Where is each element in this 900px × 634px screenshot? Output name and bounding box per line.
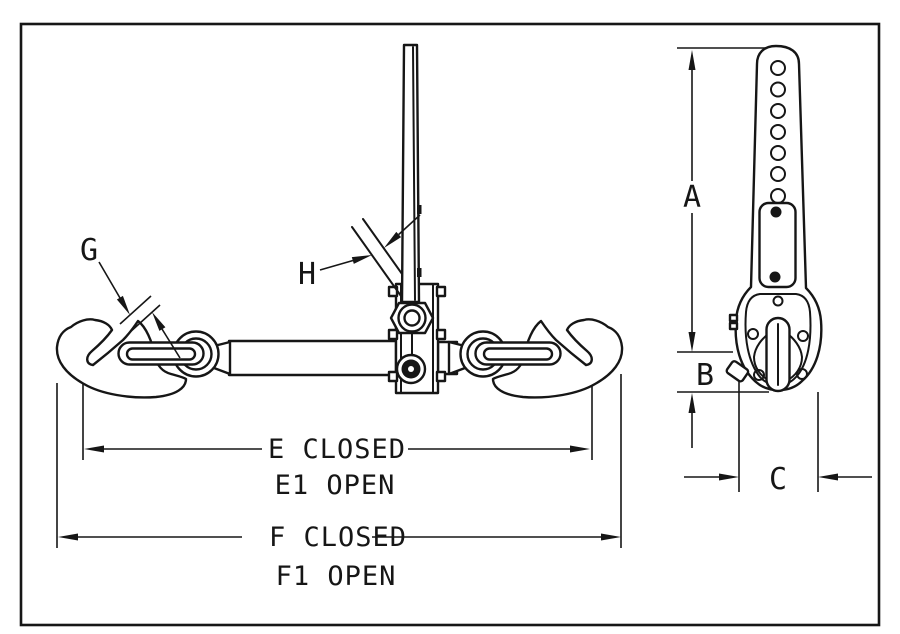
g-tick <box>119 295 152 325</box>
head-clip <box>728 321 739 331</box>
pawl-boss <box>395 353 427 385</box>
front-view: G H E CLOSED E1 OPEN F CLOSED F1 OPEN <box>55 43 624 592</box>
handle-holes <box>770 60 786 204</box>
plate-clip <box>435 370 447 383</box>
right-hook-assembly <box>447 318 624 399</box>
dim-label-g: G <box>80 233 98 268</box>
dim-label-b: B <box>696 358 714 393</box>
handle-clip <box>417 268 422 277</box>
handle-plate <box>758 201 797 289</box>
right-link-inner <box>482 347 554 361</box>
head-rivets <box>747 295 809 381</box>
left-hook-assembly <box>55 318 232 399</box>
plate-clip <box>387 328 399 341</box>
dim-label-f1-open: F1 OPEN <box>276 561 397 592</box>
dim-label-e-closed: E CLOSED <box>268 434 406 465</box>
dimension-h: H <box>298 214 421 292</box>
dimension-c: C <box>684 374 872 497</box>
dim-label-f-closed: F CLOSED <box>269 522 407 553</box>
pawl-tab <box>725 360 750 383</box>
ratchet-pivot <box>389 301 435 335</box>
dimension-e: E CLOSED E1 OPEN <box>84 434 590 501</box>
dimension-g: G <box>80 233 181 359</box>
head-clip <box>728 313 739 323</box>
plate-clip <box>387 370 399 383</box>
dim-label-h: H <box>298 257 316 292</box>
head-mechanism <box>752 316 804 393</box>
dim-label-c: C <box>769 462 787 497</box>
plate-clip <box>435 328 447 341</box>
dim-label-a: A <box>683 180 701 215</box>
handle-clip <box>417 205 422 214</box>
dimension-a: A <box>677 47 767 352</box>
plate-clip <box>435 285 447 298</box>
rivet <box>770 206 782 218</box>
dim-label-e1-open: E1 OPEN <box>275 470 396 501</box>
left-link-inner <box>125 347 197 361</box>
rivet <box>769 271 781 283</box>
g-tick <box>128 304 161 334</box>
binder-rod <box>227 339 398 377</box>
dimension-f: F CLOSED F1 OPEN <box>58 522 621 592</box>
side-view: A B C <box>677 44 872 497</box>
dimension-b: B <box>677 351 769 448</box>
